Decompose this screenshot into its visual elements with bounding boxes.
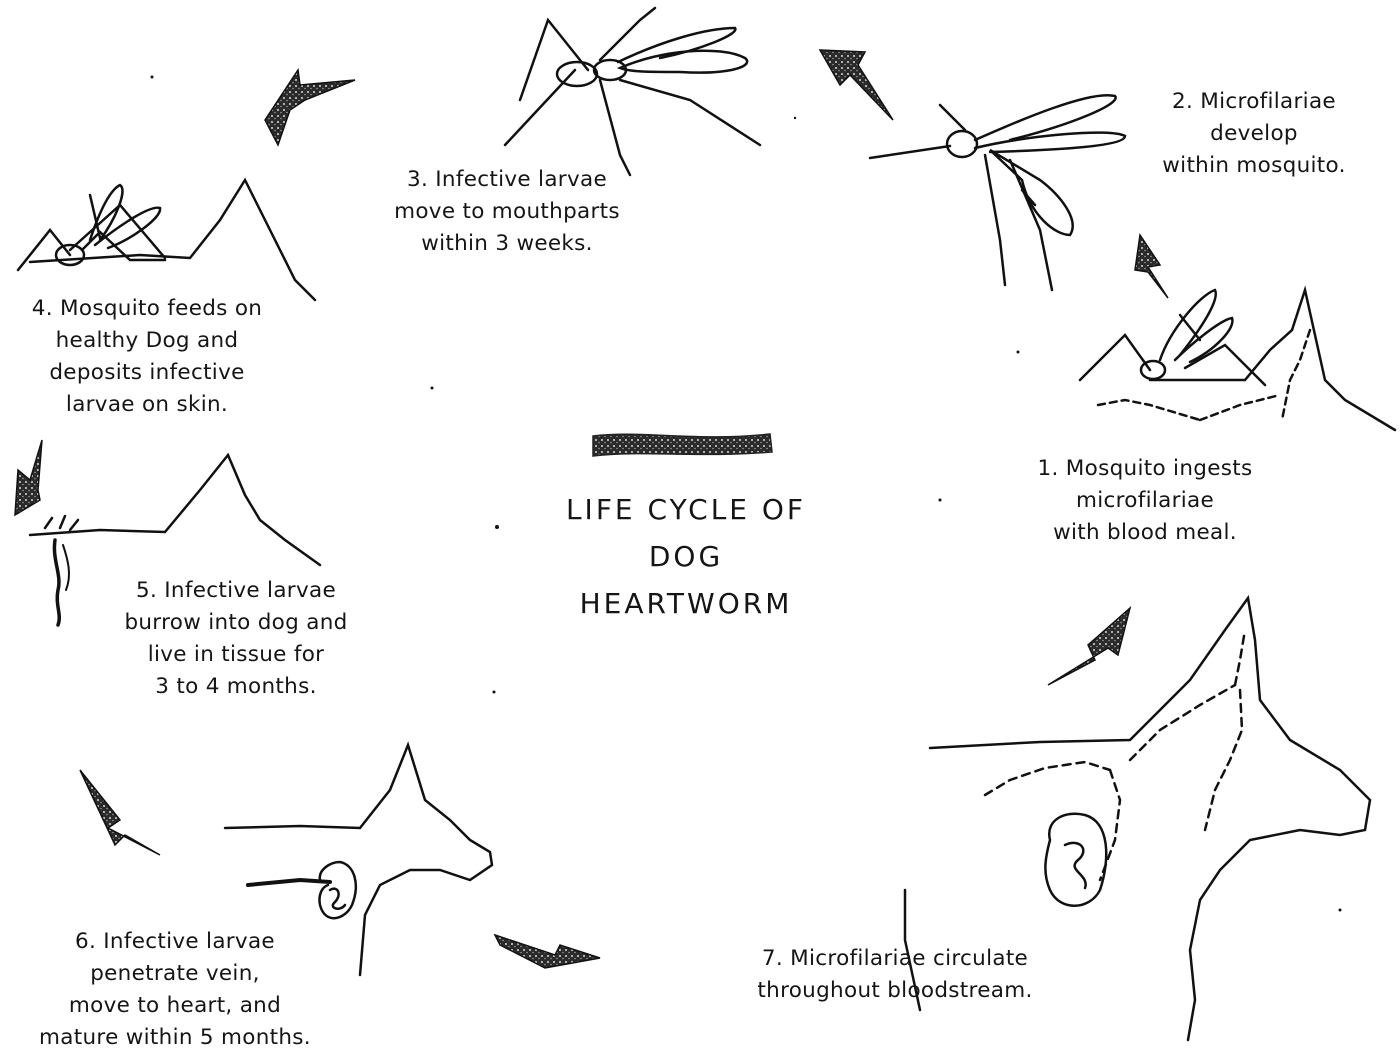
heartworm-icon — [593, 434, 772, 456]
arrow-6-to-7-icon — [495, 935, 600, 968]
step-3-line-3: within 3 weeks. — [394, 228, 620, 260]
step-2-line-2: develop — [1162, 118, 1345, 150]
arrow-3-to-4-icon — [265, 70, 355, 145]
arrow-7-to-1-icon — [1048, 608, 1130, 685]
step-6-line-2: penetrate vein, — [39, 958, 311, 990]
step-2-label: 2. Microfilariae develop within mosquito… — [1162, 86, 1345, 182]
arrow-5-to-6-icon — [80, 770, 160, 855]
step-3-line-1: 3. Infective larvae — [394, 164, 620, 196]
step-6-line-3: move to heart, and — [39, 990, 311, 1022]
title-line-2: DOG — [566, 533, 806, 580]
step-5-line-1: 5. Infective larvae — [124, 575, 347, 607]
step-7-label: 7. Microfilariae circulate throughout bl… — [757, 943, 1032, 1007]
step-4-label: 4. Mosquito feeds on healthy Dog and dep… — [32, 293, 262, 421]
step-1-line-1: 1. Mosquito ingests — [1038, 453, 1253, 485]
step-3-label: 3. Infective larvae move to mouthparts w… — [394, 164, 620, 260]
step-5-line-2: burrow into dog and — [124, 607, 347, 639]
step-4-line-2: healthy Dog and — [32, 325, 262, 357]
step-5-line-3: live in tissue for — [124, 639, 347, 671]
step-4-line-4: larvae on skin. — [32, 389, 262, 421]
step-4-line-1: 4. Mosquito feeds on — [32, 293, 262, 325]
mosquito-top-icon — [505, 8, 760, 175]
step-6-label: 6. Infective larvae penetrate vein, move… — [39, 926, 311, 1054]
title-line-1: LIFE CYCLE OF — [566, 486, 806, 533]
arrow-4-to-5-icon — [15, 440, 42, 515]
step-6-line-4: mature within 5 months. — [39, 1022, 311, 1054]
diagram-title: LIFE CYCLE OF DOG HEARTWORM — [566, 486, 806, 627]
step-2-line-1: 2. Microfilariae — [1162, 86, 1345, 118]
step-4-line-3: deposits infective — [32, 357, 262, 389]
title-line-3: HEARTWORM — [566, 580, 806, 627]
mosquito-on-dog-icon — [1080, 290, 1395, 430]
mosquito-right-icon — [870, 95, 1125, 290]
step-7-line-1: 7. Microfilariae circulate — [757, 943, 1032, 975]
step-5-line-4: 3 to 4 months. — [124, 671, 347, 703]
step-1-label: 1. Mosquito ingests microfilariae with b… — [1038, 453, 1253, 549]
step-3-line-2: move to mouthparts — [394, 196, 620, 228]
step-7-line-2: throughout bloodstream. — [757, 975, 1032, 1007]
step-1-line-2: microfilariae — [1038, 485, 1253, 517]
mosquito-feeding-icon — [18, 180, 315, 300]
arrow-1-to-2-icon — [1135, 235, 1168, 298]
step-2-line-3: within mosquito. — [1162, 150, 1345, 182]
arrow-2-to-3-icon — [820, 50, 893, 120]
step-6-line-1: 6. Infective larvae — [39, 926, 311, 958]
step-1-line-3: with blood meal. — [1038, 517, 1253, 549]
step-5-label: 5. Infective larvae burrow into dog and … — [124, 575, 347, 703]
